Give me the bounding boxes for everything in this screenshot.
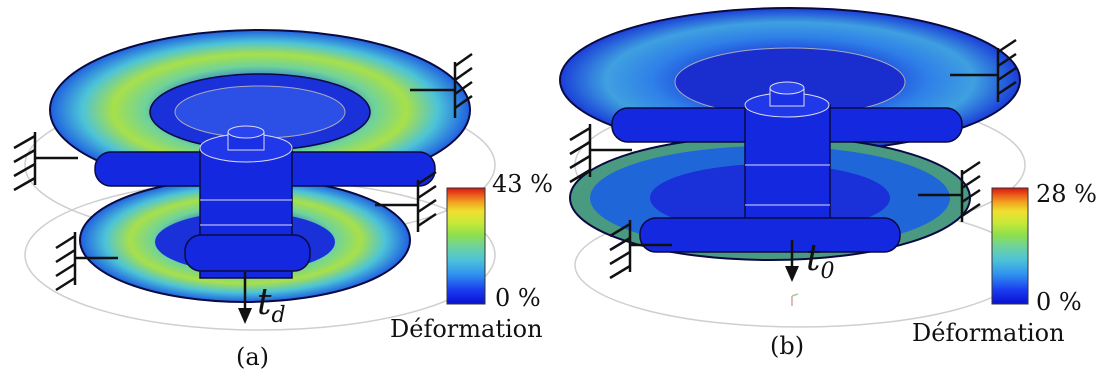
panel-a-colorbar-min: 0 % — [495, 284, 541, 312]
panel-a-colorbar — [446, 187, 486, 305]
panel-b-colorbar-max: 28 % — [1036, 180, 1097, 208]
panel-a-force-label: td — [257, 282, 286, 328]
panel-b-illustration — [559, 7, 1026, 328]
panel-b-caption: (b) — [770, 332, 804, 360]
axis-marker-icon — [791, 293, 799, 306]
panel-b-colorbar-min: 0 % — [1036, 288, 1082, 316]
panel-a-colorbar-max: 43 % — [492, 170, 553, 198]
panel-a-illustration — [13, 29, 496, 331]
force-arrow-icon — [238, 272, 252, 324]
panel-b-force-label: t0 — [806, 238, 834, 284]
force-arrow-icon — [785, 240, 799, 282]
clamp-icon — [918, 160, 981, 222]
clamp-icon — [410, 52, 473, 118]
clamp-icon — [55, 232, 118, 292]
clamp-icon — [569, 124, 632, 184]
panel-a-caption: (a) — [236, 343, 269, 371]
clamp-icon — [609, 220, 672, 280]
clamp-icon — [375, 170, 437, 232]
panel-b-colorbar-title: Déformation — [912, 319, 1065, 347]
panel-b-colorbar — [991, 187, 1029, 305]
clamp-icon — [950, 38, 1017, 102]
clamp-icon — [13, 132, 78, 192]
panel-a-colorbar-title: Déformation — [390, 315, 543, 343]
